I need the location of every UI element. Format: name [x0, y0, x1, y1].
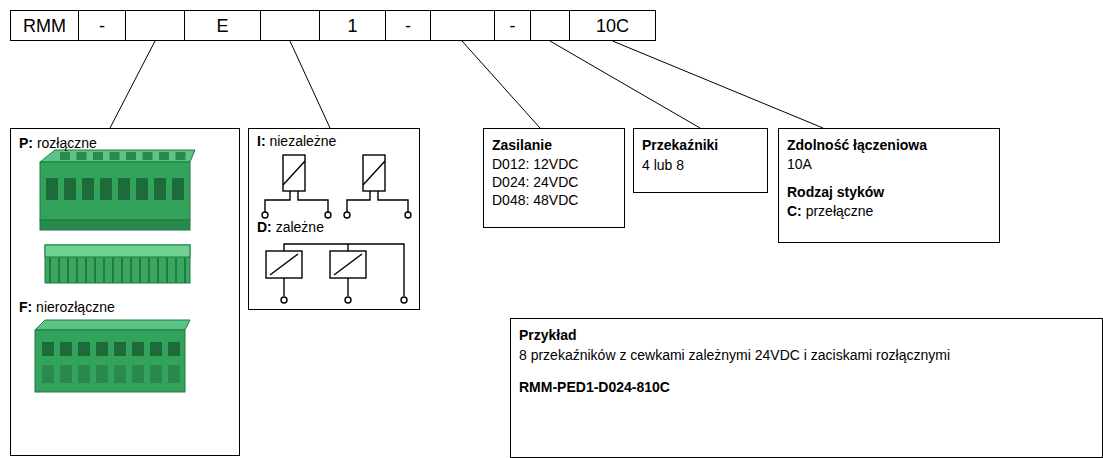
code-cell: 1 [319, 10, 386, 41]
fixed-terminal-picture [35, 320, 190, 392]
option-box: Przykład 8 przekaźników z cewkami zależny… [510, 318, 1103, 458]
code-text: 10C [596, 15, 629, 37]
code-cell: - [385, 10, 431, 41]
box-heading: Przekaźniki [642, 137, 718, 154]
box-text: D048: 48VDC [492, 192, 578, 209]
text-slot: Rodzaj styków [787, 184, 884, 201]
text-slot: Zdolność łączeniowa [787, 137, 927, 154]
box-text: RMM-PED1-D024-810C [519, 379, 670, 396]
text-slot: D024: 24VDC [492, 174, 578, 191]
text-slot: RMM-PED1-D024-810C [519, 379, 670, 396]
text-slot: D: zależne [257, 219, 324, 236]
code-text: - [510, 15, 516, 37]
leader-lines [110, 41, 700, 128]
code-cell: 10C [569, 10, 656, 41]
code-row-outline [10, 11, 656, 41]
option-box: P: rozłączne F: nierozłączne [10, 128, 240, 456]
box-heading: Przykład [519, 327, 577, 344]
code-text: 1 [347, 15, 357, 37]
relay-dependent-symbol [266, 244, 407, 303]
text-slot: I: niezależne [257, 133, 336, 150]
code-text: RMM [23, 15, 66, 37]
terminal-block-pictures [35, 150, 195, 392]
text-slot: Zasilanie [492, 137, 552, 154]
option-box: ZasilanieD012: 12VDCD024: 24VDCD048: 48V… [483, 128, 625, 228]
leader-connector [613, 41, 824, 128]
box-text: C: przełączne [787, 203, 873, 220]
code-cell: - [78, 10, 126, 41]
box-text: 10A [787, 156, 812, 173]
text-slot: 4 lub 8 [642, 157, 684, 174]
text-slot: 10A [787, 156, 812, 173]
text-slot: D048: 48VDC [492, 192, 578, 209]
code-text: E [216, 15, 228, 37]
box-text: F: nierozłączne [19, 299, 115, 316]
code-cell: RMM [10, 10, 79, 41]
box-heading: P: rozłączne [19, 135, 97, 152]
box-text: 4 lub 8 [642, 157, 684, 174]
option-box: Zdolność łączeniowa 10A Rodzaj styków C: pr… [778, 128, 1000, 243]
pluggable-plug-picture [40, 150, 195, 230]
box-heading: I: niezależne [257, 133, 336, 150]
code-text: - [405, 15, 411, 37]
box-text: D024: 24VDC [492, 174, 578, 191]
text-slot: 8 przekaźników z cewkami zależnymi 24VDC… [519, 347, 950, 364]
box-text: Rodzaj styków [787, 184, 884, 201]
code-cell: E [184, 10, 261, 41]
text-slot: Przykład [519, 327, 577, 344]
option-box: Przekaźniki 4 lub 8 [633, 128, 768, 193]
text-slot: C: przełączne [787, 203, 873, 220]
relay-independent-symbol [262, 155, 411, 218]
code-text: - [99, 15, 105, 37]
pluggable-header-picture [45, 245, 190, 283]
text-slot: P: rozłączne [19, 135, 97, 152]
box-text: 8 przekaźników z cewkami zależnymi 24VDC… [519, 347, 950, 364]
text-slot: Przekaźniki [642, 137, 718, 154]
text-slot: F: nierozłączne [19, 299, 115, 316]
box-heading: Zdolność łączeniowa [787, 137, 927, 154]
box-text: D012: 12VDC [492, 156, 578, 173]
text-slot: D012: 12VDC [492, 156, 578, 173]
box-text: D: zależne [257, 219, 324, 236]
code-cell: - [494, 10, 531, 41]
option-box: I: niezależne D: zależne [248, 128, 420, 310]
box-heading: Zasilanie [492, 137, 552, 154]
